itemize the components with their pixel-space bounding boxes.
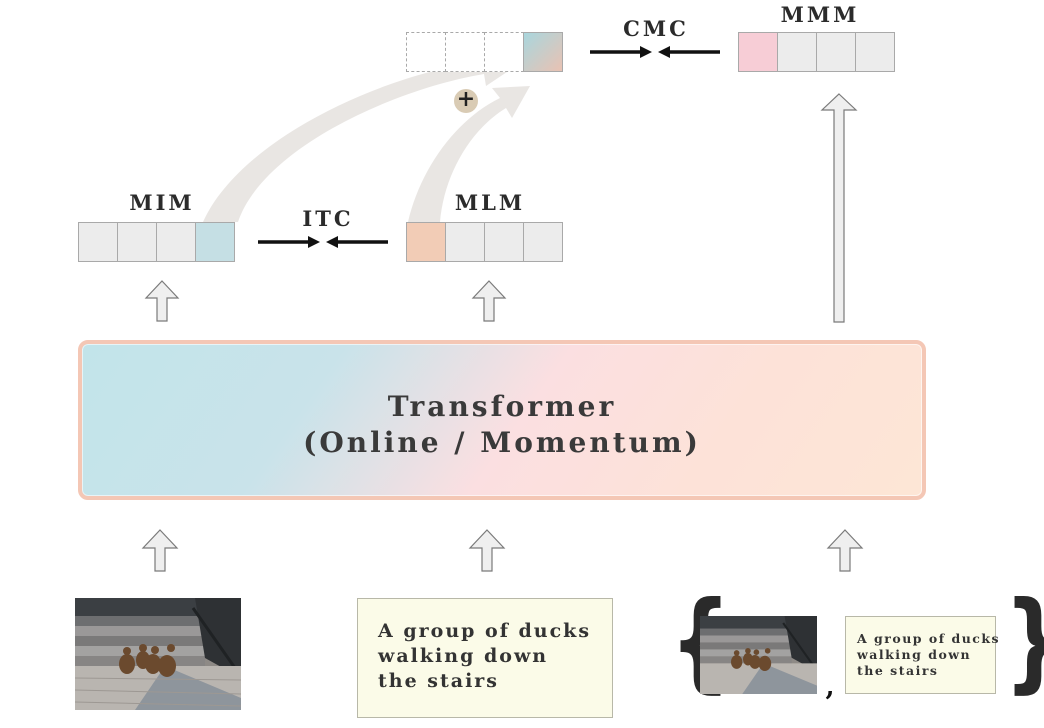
- pair-text-caption: A group of ducks walking down the stairs: [845, 616, 1001, 694]
- transformer-block: Transformer (Online / Momentum): [78, 340, 926, 500]
- pair-caption-line-2: walking down: [857, 647, 972, 662]
- ducks-photo-small: [700, 616, 817, 694]
- up-arrow-mm-in: [826, 529, 864, 572]
- cmc-arrows: [590, 46, 720, 58]
- cmc-label: CMC: [623, 16, 689, 41]
- token: [855, 32, 895, 72]
- up-arrow-image-mid: [144, 280, 180, 322]
- token: [484, 222, 524, 262]
- mim-label: MIM: [129, 190, 195, 215]
- ducks-photo: [75, 598, 241, 710]
- token: [78, 222, 118, 262]
- caption-line-1: A group of ducks: [378, 620, 592, 642]
- multimodal-cls-token: [738, 32, 778, 72]
- pair-caption-line-1: A group of ducks: [857, 631, 1001, 646]
- fused-token-row: [406, 32, 563, 72]
- mlm-token-row: [406, 222, 563, 262]
- itc-label: ITC: [302, 206, 354, 231]
- up-arrows: [141, 93, 864, 572]
- mlm-label: MLM: [454, 190, 526, 215]
- empty-token: [406, 32, 446, 72]
- mmm-token-row: [738, 32, 895, 72]
- fused-cls-token: [523, 32, 563, 72]
- pair-image: [700, 616, 817, 694]
- plus-sign: +: [456, 86, 476, 112]
- empty-token: [445, 32, 485, 72]
- pair-caption-line-3: the stairs: [857, 663, 939, 678]
- token: [445, 222, 485, 262]
- itc-arrows: [258, 236, 388, 248]
- image-cls-token: [195, 222, 235, 262]
- up-arrow-text-mid: [471, 280, 507, 322]
- input-text-caption: A group of ducks walking down the stairs: [357, 598, 613, 718]
- transformer-subtitle: (Online / Momentum): [303, 426, 701, 459]
- up-arrow-text-in: [468, 529, 506, 572]
- text-cls-token: [406, 222, 446, 262]
- input-image: [75, 598, 241, 710]
- mim-token-row: [78, 222, 235, 262]
- token: [816, 32, 856, 72]
- caption-line-2: walking down: [378, 645, 549, 667]
- up-arrow-image-in: [141, 529, 179, 572]
- right-brace: }: [1004, 588, 1044, 696]
- token: [523, 222, 563, 262]
- plus-badge: [454, 89, 478, 113]
- caption-line-3: the stairs: [378, 670, 500, 692]
- fusion-arrow-from-mlm: [408, 86, 530, 222]
- mmm-label: MMM: [780, 2, 860, 27]
- token: [777, 32, 817, 72]
- transformer-title: Transformer: [387, 390, 617, 423]
- token: [117, 222, 157, 262]
- pair-separator: ,: [825, 672, 835, 702]
- up-arrow-mm-tall: [820, 93, 858, 323]
- token: [156, 222, 196, 262]
- empty-token: [484, 32, 524, 72]
